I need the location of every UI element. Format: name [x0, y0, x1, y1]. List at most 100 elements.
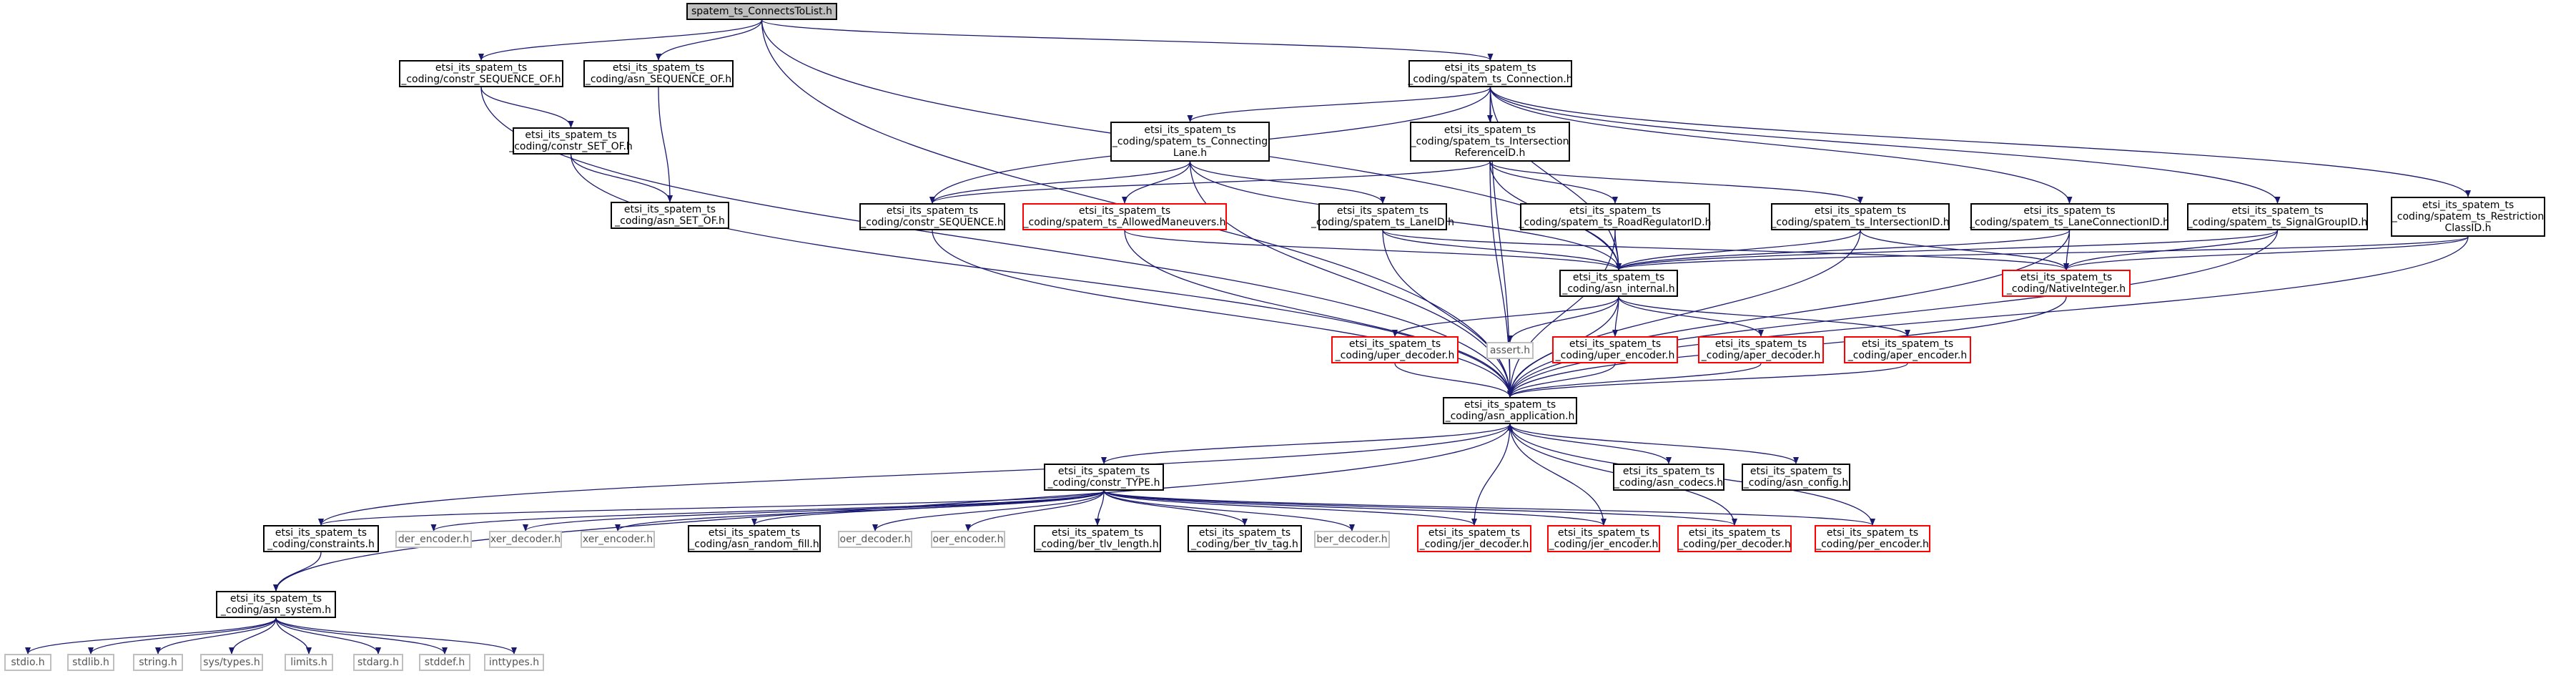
edge-ctype-to-tlvtag: [1103, 490, 1248, 526]
node-systypes: sys/types.h: [200, 654, 263, 671]
node-laneid[interactable]: etsi_its_spatem_ts _coding/spatem_ts_Lan…: [1311, 203, 1454, 230]
edge-setof-to-asnsetof: [570, 154, 673, 202]
node-perdec[interactable]: etsi_its_spatem_ts _coding/per_decoder.h: [1677, 525, 1792, 552]
node-nativeint[interactable]: etsi_its_spatem_ts _coding/NativeInteger…: [2002, 270, 2131, 297]
edge-isid-to-internal: [1616, 230, 1861, 270]
node-perenc[interactable]: etsi_its_spatem_ts _coding/per_encoder.h: [1815, 525, 1930, 552]
edge-uperdec-to-app: [1394, 363, 1513, 398]
edge-asnseqof-to-asnsetof: [658, 87, 673, 202]
edge-isref-to-sequence: [929, 161, 1491, 204]
node-asnsetof[interactable]: etsi_its_spatem_ts _coding/asn_SET_OF.h: [611, 202, 729, 229]
edge-ctype-to-constraints: [318, 490, 1105, 526]
edge-system-to-inttypes: [275, 617, 517, 655]
node-uperenc[interactable]: etsi_its_spatem_ts _coding/uper_encoder.…: [1552, 336, 1678, 363]
edge-jerenc-to-app: [1507, 423, 1604, 526]
edge-aperdec-to-app: [1507, 363, 1762, 398]
node-conn[interactable]: etsi_its_spatem_ts _coding/spatem_ts_Con…: [1408, 60, 1573, 87]
node-jerdec[interactable]: etsi_its_spatem_ts _coding/jer_decoder.h: [1417, 525, 1531, 552]
edge-ctype-to-xerdec: [523, 490, 1105, 532]
edge-internal-to-aperdec: [1618, 296, 1764, 337]
edge-ctype-to-tlvlen: [1095, 490, 1105, 526]
edge-root-to-seqof: [478, 19, 763, 61]
node-setof[interactable]: etsi_its_spatem_ts _coding/constr_SET_OF…: [509, 127, 633, 155]
node-randfill[interactable]: etsi_its_spatem_ts _coding/asn_random_fi…: [688, 525, 821, 552]
edge-restr-to-internal: [1616, 236, 2469, 270]
node-stdarg: stdarg.h: [353, 654, 403, 671]
node-stdio: stdio.h: [4, 654, 51, 671]
edge-ctype-to-randfill: [751, 490, 1105, 526]
edge-connlane-to-allowed: [1122, 161, 1191, 204]
edge-conn-to-laneconn: [1489, 87, 2073, 204]
node-root[interactable]: spatem_ts_ConnectsToList.h: [686, 3, 837, 20]
node-roadreg[interactable]: etsi_its_spatem_ts _coding/spatem_ts_Roa…: [1519, 203, 1711, 230]
node-seqof[interactable]: etsi_its_spatem_ts _coding/constr_SEQUEN…: [399, 60, 563, 87]
node-connlane[interactable]: etsi_its_spatem_ts _coding/spatem_ts_Con…: [1110, 122, 1270, 162]
edge-laneconn-to-internal: [1616, 230, 2071, 270]
edge-conn-to-restr: [1489, 87, 2471, 197]
edge-system-to-stdarg: [275, 617, 381, 655]
node-assert: assert.h: [1486, 342, 1534, 359]
edge-siggrp-to-app: [1507, 230, 2279, 398]
edge-root-to-asnseqof: [656, 19, 763, 61]
node-laneconn[interactable]: etsi_its_spatem_ts _coding/spatem_ts_Lan…: [1970, 203, 2169, 230]
edge-ctype-to-perenc: [1103, 490, 1875, 526]
edge-jerdec-to-app: [1474, 423, 1513, 526]
node-internal[interactable]: etsi_its_spatem_ts _coding/asn_internal.…: [1559, 270, 1678, 297]
edge-siggrp-to-nativeint: [2063, 230, 2279, 270]
edge-ctype-to-oerenc: [965, 490, 1105, 532]
node-constraints[interactable]: etsi_its_spatem_ts _coding/constraints.h: [263, 525, 379, 552]
node-jerenc[interactable]: etsi_its_spatem_ts _coding/jer_encoder.h: [1547, 525, 1660, 552]
node-string: string.h: [133, 654, 183, 671]
edge-constraints-to-system: [273, 552, 322, 592]
node-config[interactable]: etsi_its_spatem_ts _coding/asn_config.h: [1742, 464, 1850, 491]
edge-system-to-stddef: [275, 617, 448, 655]
edge-allowed-to-app: [1124, 230, 1513, 398]
node-app[interactable]: etsi_its_spatem_ts _coding/asn_applicati…: [1443, 397, 1577, 424]
edge-sequence-to-app: [932, 230, 1513, 398]
node-codecs[interactable]: etsi_its_spatem_ts _coding/asn_codecs.h: [1613, 464, 1724, 491]
edge-allowed-to-internal: [1124, 230, 1622, 270]
edge-laneid-to-app: [1382, 230, 1513, 398]
node-asnseqof[interactable]: etsi_its_spatem_ts _coding/asn_SEQUENCE_…: [583, 60, 734, 87]
edge-laneid-to-nativeint: [1382, 230, 2069, 270]
edge-root-to-conn: [761, 19, 1494, 61]
edge-ctype-to-oerdec: [872, 490, 1105, 532]
edge-system-to-systypes: [229, 617, 277, 655]
node-tlvtag[interactable]: etsi_its_spatem_ts _coding/ber_tlv_tag.h: [1188, 525, 1302, 552]
node-system[interactable]: etsi_its_spatem_ts _coding/asn_system.h: [216, 591, 336, 618]
edge-system-to-limits: [275, 617, 312, 655]
node-inttypes: inttypes.h: [484, 654, 544, 671]
node-xerenc: xer_encoder.h: [581, 531, 655, 548]
node-restr[interactable]: etsi_its_spatem_ts _coding/spatem_ts_Res…: [2391, 197, 2545, 237]
node-aperdec[interactable]: etsi_its_spatem_ts _coding/aper_decoder.…: [1698, 336, 1824, 363]
edge-ctype-to-perdec: [1103, 490, 1737, 526]
edge-aperenc-to-app: [1507, 363, 1908, 398]
edge-laneid-to-internal: [1382, 230, 1622, 270]
edge-app-to-constraints: [318, 423, 1511, 526]
edge-conn-to-connlane: [1187, 87, 1491, 122]
edge-internal-to-uperdec: [1392, 296, 1619, 337]
node-derenc: der_encoder.h: [395, 531, 472, 548]
node-aperenc[interactable]: etsi_its_spatem_ts _coding/aper_encoder.…: [1844, 336, 1971, 363]
edge-uperenc-to-app: [1507, 363, 1616, 398]
node-isref[interactable]: etsi_its_spatem_ts _coding/spatem_ts_Int…: [1410, 122, 1570, 162]
edge-seqof-to-setof: [480, 87, 574, 128]
node-xerdec: xer_decoder.h: [489, 531, 562, 548]
node-ctype[interactable]: etsi_its_spatem_ts _coding/constr_TYPE.h: [1044, 464, 1164, 491]
node-allowed[interactable]: etsi_its_spatem_ts _coding/spatem_ts_All…: [1022, 203, 1227, 230]
edge-roadreg-to-app: [1507, 230, 1616, 398]
node-uperdec[interactable]: etsi_its_spatem_ts _coding/uper_decoder.…: [1331, 336, 1459, 363]
edge-connlane-to-sequence: [929, 161, 1191, 204]
node-sequence[interactable]: etsi_its_spatem_ts _coding/constr_SEQUEN…: [859, 203, 1005, 230]
edge-restr-to-app: [1507, 236, 2469, 398]
node-stddef: stddef.h: [419, 654, 470, 671]
node-oerenc: oer_encoder.h: [931, 531, 1005, 548]
node-tlvlen[interactable]: etsi_its_spatem_ts _coding/ber_tlv_lengt…: [1034, 525, 1161, 552]
node-isid[interactable]: etsi_its_spatem_ts _coding/spatem_ts_Int…: [1771, 203, 1950, 230]
node-siggrp[interactable]: etsi_its_spatem_ts _coding/spatem_ts_Sig…: [2187, 203, 2368, 230]
edge-conn-to-internal: [1489, 87, 1622, 270]
edge-siggrp-to-internal: [1616, 230, 2279, 270]
node-oerdec: oer_decoder.h: [838, 531, 912, 548]
edge-restr-to-nativeint: [2063, 236, 2469, 270]
